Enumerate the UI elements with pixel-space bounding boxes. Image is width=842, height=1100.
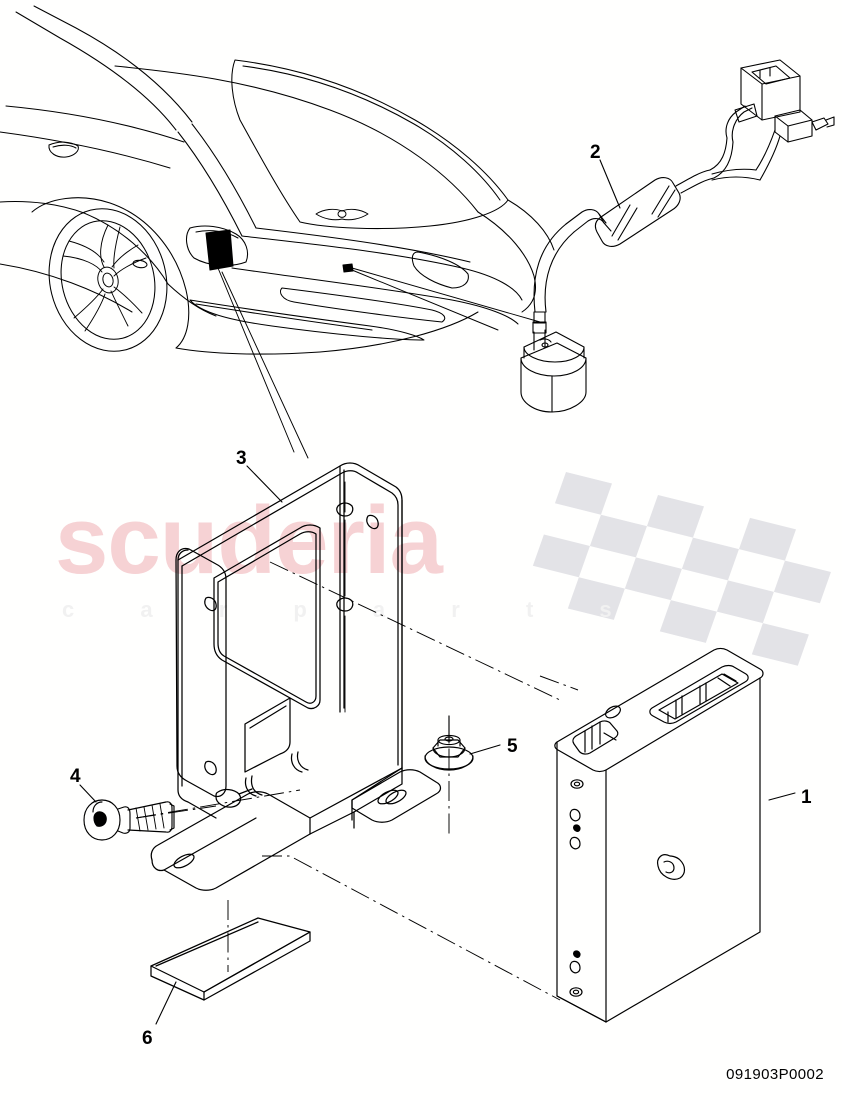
callout-2[interactable]: 2 xyxy=(590,142,601,163)
part-antenna-cable-assembly xyxy=(520,59,835,413)
callout-1[interactable]: 1 xyxy=(801,787,812,808)
callout-3[interactable]: 3 xyxy=(236,448,247,469)
vehicle-leader-lines xyxy=(217,267,541,459)
callout-4[interactable]: 4 xyxy=(70,766,81,787)
drawing-code: 091903P0002 xyxy=(726,1066,824,1083)
callout-5[interactable]: 5 xyxy=(507,736,518,757)
part-bolt xyxy=(83,799,175,841)
callout-leader-lines xyxy=(79,159,796,1025)
part-control-module xyxy=(554,647,764,1023)
vehicle-rear-three-quarter-view xyxy=(0,5,555,355)
assembly-centre-lines xyxy=(135,561,579,1001)
callout-6[interactable]: 6 xyxy=(142,1028,153,1049)
part-mounting-bracket xyxy=(150,462,442,891)
part-foam-pad xyxy=(150,917,311,1001)
